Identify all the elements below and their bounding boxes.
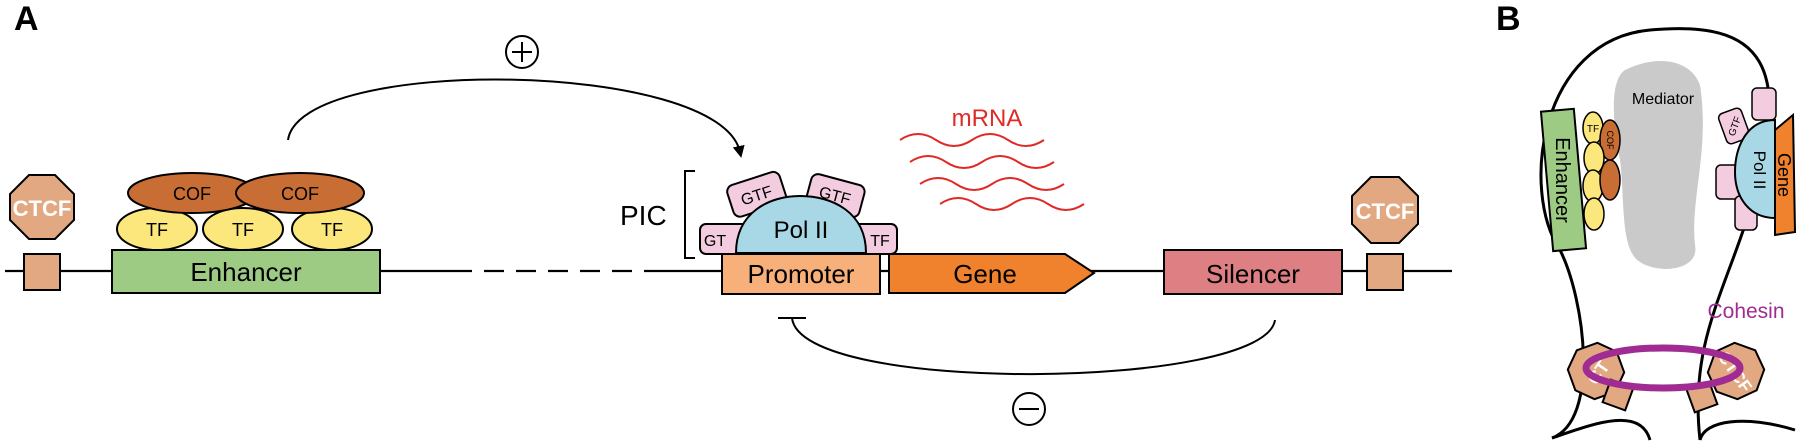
minus-sign: −: [1012, 392, 1046, 426]
panel-b-label: B: [1496, 0, 1521, 38]
chromatin-loop: [1539, 27, 1771, 441]
repression-arrow: [778, 317, 1276, 376]
tf-3: TF: [291, 207, 373, 251]
gene-label: Gene: [953, 259, 1017, 289]
cof-2-label: COF: [281, 184, 319, 204]
chromatin-loop-inner-left: [1560, 250, 1650, 440]
tf-1: TF: [116, 207, 198, 251]
enhancer-label: Enhancer: [190, 257, 302, 287]
panel-a-label: A: [14, 0, 39, 38]
pic-label: PIC: [620, 200, 667, 231]
activation-arrow: [287, 78, 745, 158]
ctcf-right-label: CTCF: [1356, 199, 1415, 224]
promoter-label: Promoter: [748, 259, 855, 289]
pic-bracket: PIC: [620, 170, 695, 259]
plus-sign: +: [505, 35, 539, 69]
b-enhancer-label: Enhancer: [1551, 137, 1573, 223]
silencer-element: Silencer: [1163, 249, 1343, 295]
chromatin-bottom-strands: [1551, 418, 1796, 441]
cohesin-label: Cohesin: [1707, 300, 1784, 323]
silencer-label: Silencer: [1206, 259, 1300, 289]
cof-2: COF: [235, 172, 365, 214]
pol2: Pol II: [734, 194, 868, 254]
b-gtf-cluster: GTF: [1715, 87, 1777, 231]
b-pol2: Pol II: [1733, 118, 1776, 220]
b-pol2-label: Pol II: [1750, 151, 1769, 190]
cohesin-ring: Cohesin: [1582, 300, 1785, 392]
ctcf-right: CTCF: [1351, 176, 1419, 291]
tf-1-label: TF: [146, 220, 168, 240]
b-enhancer: Enhancer: [1539, 107, 1588, 253]
pol2-label: Pol II: [774, 217, 829, 244]
ctcf-left: CTCF: [9, 174, 75, 291]
enhancer-element: Enhancer: [111, 249, 381, 294]
b-tf-cof-cluster: TF COF: [1582, 111, 1621, 231]
gene-element: Gene: [888, 253, 1096, 294]
tf-2: TF: [202, 207, 284, 251]
gtf-bottom-right-label: TF: [870, 233, 890, 250]
b-gene: Gene: [1774, 112, 1797, 237]
tf-2-label: TF: [232, 220, 254, 240]
gtf-bottom-left-label: GT: [704, 233, 726, 250]
mediator-label: Mediator: [1632, 91, 1695, 108]
mediator: Mediator: [1613, 61, 1703, 269]
promoter-element: Promoter: [721, 253, 881, 295]
cof-1-label: COF: [173, 184, 211, 204]
mrna-label: mRNA: [952, 105, 1023, 132]
ctcf-left-label: CTCF: [13, 196, 72, 221]
mrna-waves: [899, 133, 1085, 211]
cof-1: COF: [127, 172, 257, 214]
tf-3-label: TF: [321, 220, 343, 240]
b-cof-label: COF: [1605, 131, 1615, 151]
b-gene-label: Gene: [1774, 153, 1794, 197]
b-tf-label: TF: [1587, 124, 1599, 135]
